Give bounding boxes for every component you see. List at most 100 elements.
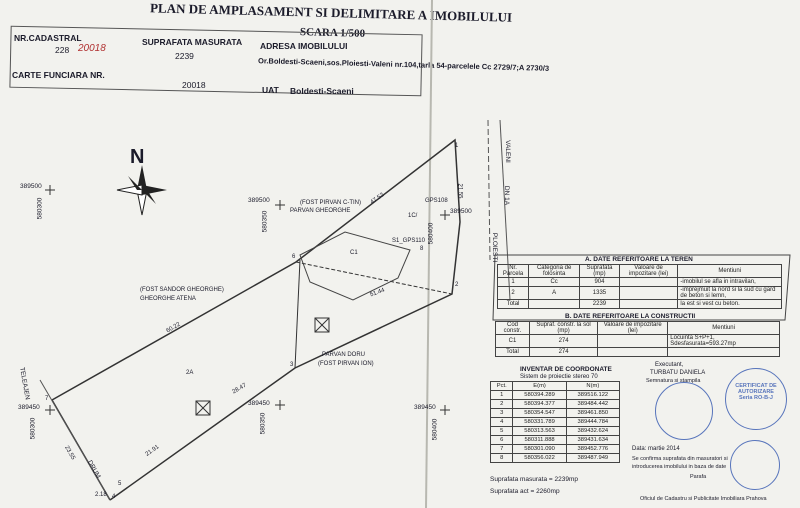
table-cell — [528, 299, 581, 309]
table-cell: Cc — [528, 277, 581, 287]
table-cell: 1 — [496, 277, 530, 287]
act-surface: Suprafata act = 2260mp — [490, 488, 560, 495]
table-cell: 1 — [489, 390, 514, 400]
table-cell: 389452.776 — [565, 444, 621, 454]
table-cell — [618, 299, 679, 309]
point-1: 1 — [455, 143, 459, 149]
table-cell: 580301.090 — [512, 444, 567, 454]
table-a-header: Suprafata (mp) — [579, 264, 620, 278]
cad-label: NR.CADASTRAL — [14, 33, 82, 43]
table-cell: 2239 — [579, 299, 620, 309]
north-arrow-icon — [116, 165, 167, 216]
building-label: C1 — [350, 250, 358, 256]
coord-r-x: 389500 — [450, 208, 472, 215]
coord-br-y: 580400 — [431, 418, 439, 441]
table-cell: 904 — [579, 277, 620, 287]
surface-label: SUPRAFATA MASURATA — [142, 37, 243, 47]
table-cell: 580311.888 — [512, 435, 567, 445]
table-cell: la est si vest cu beton. — [677, 299, 782, 309]
coord-tl-y: 580300 — [36, 197, 44, 220]
table-cell: 2 — [489, 399, 514, 409]
road-label-dn1a: DN 1A — [503, 185, 511, 206]
inventory-header: N(m) — [565, 381, 621, 391]
table-b: Cod constr. Supraf. constr. la sol (mp) … — [495, 321, 780, 357]
table-cell — [597, 347, 669, 357]
table-cell: 389431.634 — [565, 435, 621, 445]
measured-surface: Suprafata masurata = 2239mp — [490, 476, 578, 483]
table-cell: 580313.563 — [512, 426, 567, 436]
table-a-title: A. DATE REFERITOARE LA TEREN — [585, 256, 693, 263]
point-5: 5 — [118, 481, 122, 487]
north-label: N — [130, 146, 145, 168]
executant-label: Executant, — [655, 362, 684, 368]
neighbor-left-name: GHEORGHE ATENA — [140, 296, 196, 302]
coord-r-y: 580400 — [427, 222, 435, 245]
table-cell: 580394.289 — [512, 390, 567, 400]
table-cell: 389487.949 — [565, 453, 621, 463]
point-7: 7 — [45, 396, 49, 402]
table-cell: 7 — [489, 444, 514, 454]
table-cell: 389444.784 — [565, 417, 621, 427]
gps-label-1: GPS108 — [425, 198, 448, 204]
parcel-boundary — [51, 138, 461, 501]
neighbor-top-name: PARVAN GHEORGHE — [290, 208, 351, 214]
table-a-header-row: Nr. Parcela Categoria de folosinta Supra… — [496, 264, 782, 278]
address-label: ADRESA IMOBILULUI — [260, 41, 348, 51]
table-frame-a — [492, 254, 791, 321]
point-6: 6 — [292, 254, 296, 260]
table-cell: 8 — [489, 453, 514, 463]
certificate-stamp: CERTIFICAT DE AUTORIZARE Seria RO-B-J — [725, 368, 787, 430]
inner-line — [294, 259, 301, 369]
confirm-text-2: introducerea imobilului in baza de date — [632, 464, 727, 470]
point-4: 4 — [112, 494, 116, 500]
road-label-ploiesti: PLOIESTI — [491, 232, 499, 263]
executant-sign: Semnatura si stampila — [646, 378, 701, 384]
table-cell: 389432.624 — [565, 426, 621, 436]
table-a-header: Categoria de folosinta — [528, 264, 581, 278]
length-2: 21.55 — [456, 183, 463, 199]
coord-bm-y: 580350 — [259, 412, 267, 435]
table-cell: Locuinta S+P+1, Sdesfasurata=593.27mp — [667, 334, 780, 348]
coord-l-x: 389450 — [18, 404, 40, 411]
coord-tl-x: 389500 — [20, 183, 42, 190]
uat-value: Boldesti-Scaeni — [290, 86, 354, 96]
table-row: C1 274 Locuinta S+P+1, Sdesfasurata=593.… — [495, 334, 780, 348]
table-cell: 274 — [528, 334, 599, 348]
road-axis-right — [487, 119, 491, 261]
table-a-header: Valoare de impozitare (lei) — [618, 264, 679, 278]
table-cell: Total — [495, 347, 530, 357]
table-cell: C1 — [495, 334, 530, 348]
table-a: Nr. Parcela Categoria de folosinta Supra… — [496, 264, 782, 309]
point-2: 2 — [455, 282, 459, 288]
table-b-header: Cod constr. — [495, 321, 530, 335]
table-b-header: Valoare de impozitare (lei) — [597, 321, 669, 335]
table-row: Total 2239 la est si vest cu beton. — [496, 299, 782, 309]
table-b-header-row: Cod constr. Supraf. constr. la sol (mp) … — [495, 321, 780, 335]
building-c1 — [299, 231, 411, 301]
parafa-label: Parafa — [690, 474, 707, 480]
coord-br-x: 389450 — [414, 404, 436, 411]
table-cell: 274 — [528, 347, 599, 357]
coord-bm-x: 389450 — [248, 400, 270, 407]
length-8: 2.18 — [95, 492, 107, 498]
cf-value: 20018 — [182, 80, 206, 90]
building-label-2: 1C/ — [408, 213, 418, 219]
table-cell: -imprejmuit la nord si la sud cu gard de… — [677, 286, 782, 300]
table-a-header: Nr. Parcela — [496, 264, 530, 278]
table-cell: Total — [496, 299, 530, 309]
point-3: 3 — [290, 362, 294, 368]
table-row: 1 Cc 904 -imobilul se afla in intravilan… — [496, 277, 782, 287]
neighbor-bottom: PARVAN DORU — [322, 352, 366, 358]
stamp-cert-series: Seria RO-B-J — [739, 395, 773, 401]
inventory-header: Pct. — [489, 381, 514, 391]
coord-mid-y: 580350 — [261, 210, 269, 233]
table-a-header: Mentiuni — [677, 264, 782, 278]
